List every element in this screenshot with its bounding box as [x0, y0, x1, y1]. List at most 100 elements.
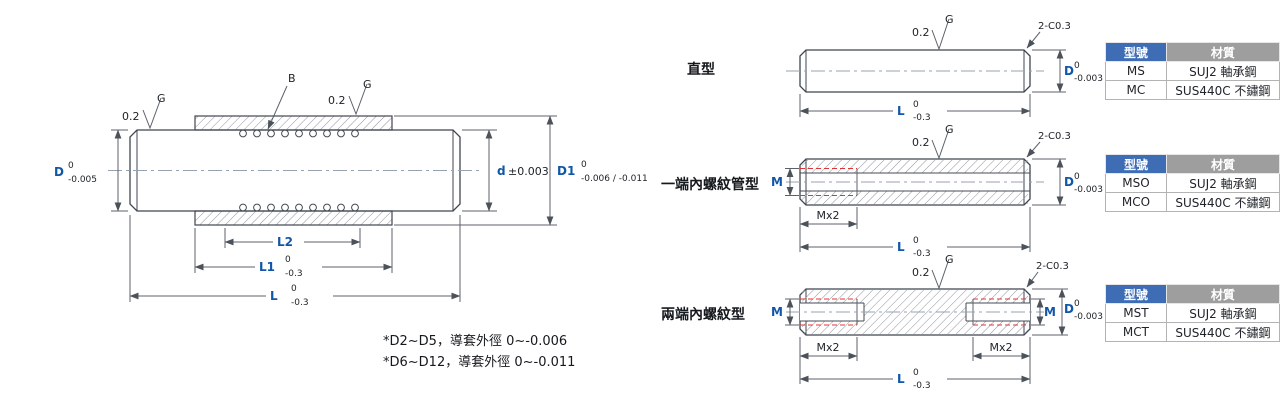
dim-L-tol-top: 0: [913, 100, 919, 110]
dim-L: L 0 -0.3: [799, 207, 1031, 259]
surface-finish-icon: [142, 97, 162, 130]
dim-L-letter: L: [897, 104, 905, 118]
finish-value: 0.2: [912, 26, 930, 39]
ball: [267, 129, 275, 138]
dim-L1-tol-top: 0: [285, 255, 291, 265]
dim-L-tol-bottom: -0.3: [913, 249, 931, 259]
section-hatch: [802, 191, 1028, 204]
ball: [267, 203, 275, 212]
table-header-model: 型號: [1105, 42, 1167, 62]
variant-one-end-thread-drawing: 0.2 G 2-C0.3 M Mx2 L 0 -0.3 D 0 -0.003: [771, 123, 1103, 259]
dim-L: L 0 -0.3: [129, 215, 461, 308]
surface-finish-icon: [931, 258, 950, 290]
finish-value: 0.2: [122, 110, 140, 123]
dim-M-letter: M: [1044, 305, 1056, 319]
spec-table-both-ends-thread: 型號 材質 MST SUJ2 軸承鋼 MCT SUS440C 不鏽鋼: [1105, 284, 1280, 342]
material-cell: SUS440C 不鏽鋼: [1165, 80, 1280, 100]
dim-M-letter: M: [771, 175, 783, 189]
dim-L1: L1 0 -0.3: [194, 228, 393, 279]
ball: [309, 129, 317, 138]
table-header-material: 材質: [1165, 154, 1280, 174]
material-cell: SUS440C 不鏽鋼: [1165, 192, 1280, 212]
model-cell: MS: [1105, 61, 1167, 81]
finish-grade: G: [945, 123, 954, 136]
label-B-callout: B: [267, 72, 296, 130]
dim-Mx2: Mx2: [799, 207, 858, 229]
chamfer-callout: 2-C0.3: [1026, 131, 1071, 158]
label-B-text: B: [288, 72, 296, 85]
dim-d-tol: ±0.003: [508, 165, 549, 178]
dim-L-letter: L: [897, 240, 905, 254]
material-cell: SUS440C 不鏽鋼: [1165, 322, 1280, 342]
dim-D-tol-bottom: -0.003: [1074, 185, 1103, 195]
dim-Mx2-right: Mx2: [972, 337, 1031, 361]
leader-line: [1026, 31, 1041, 49]
surface-finish-left: 0.2 G: [122, 92, 166, 130]
surface-finish: 0.2 G: [912, 13, 954, 51]
surface-finish-icon: [931, 128, 950, 160]
ball: [239, 203, 247, 212]
dim-D: D 0 -0.003: [1032, 49, 1103, 93]
dim-L-tol-top: 0: [291, 284, 297, 294]
dim-D-tol-top: 0: [1074, 172, 1080, 182]
table-header-material: 材質: [1165, 284, 1280, 304]
table-row: MSO SUJ2 軸承鋼: [1105, 173, 1280, 193]
table-header-row: 型號 材質: [1105, 154, 1280, 174]
variant-label-one-end-thread: 一端內螺紋管型: [661, 177, 759, 193]
dim-L: L 0 -0.3: [799, 94, 1031, 123]
model-cell: MCT: [1105, 322, 1167, 342]
finish-grade: G: [945, 253, 954, 266]
dim-D-letter: D: [1064, 175, 1074, 189]
surface-finish: 0.2 G: [912, 123, 954, 160]
dim-L-tol-bottom: -0.3: [291, 298, 309, 308]
dim-D: D 0 -0.003: [1032, 158, 1103, 206]
model-cell: MSO: [1105, 173, 1167, 193]
dim-D1: D1 0 -0.006 / -0.011: [394, 115, 648, 226]
dim-D1-tol-top: 0: [581, 160, 587, 170]
dim-d: d ±0.003: [462, 129, 549, 212]
section-hatch: [802, 160, 1028, 173]
dim-D-tol-top: 0: [1074, 299, 1080, 309]
chamfer-text: 2-C0.3: [1038, 21, 1071, 32]
ball: [239, 129, 247, 138]
dim-D-tol-bottom: -0.005: [68, 175, 97, 185]
dim-Mx2-label: Mx2: [990, 341, 1013, 354]
dim-D-letter: D: [1064, 302, 1074, 316]
dim-L1-tol-bottom: -0.3: [285, 269, 303, 279]
surface-finish-icon: [348, 83, 368, 116]
finish-grade: G: [363, 78, 372, 91]
dim-L-letter: L: [270, 289, 278, 303]
note-line-1: *D2~D5，導套外徑 0~-0.006: [383, 334, 568, 349]
chamfer-callout: 2-C0.3: [1026, 261, 1069, 288]
table-row: MST SUJ2 軸承鋼: [1105, 303, 1280, 323]
finish-value: 0.2: [912, 136, 930, 149]
dim-D-tol-top: 0: [68, 161, 74, 171]
ball: [351, 129, 359, 138]
dim-d-letter: d: [497, 164, 506, 178]
note-line-2: *D6~D12，導套外徑 0~-0.011: [383, 355, 576, 370]
top-bushing: [194, 115, 393, 131]
variant-both-ends-thread-drawing: 0.2 G 2-C0.3 M M D 0 -0.003 Mx2 Mx2: [771, 253, 1103, 391]
spec-table-straight: 型號 材質 MS SUJ2 軸承鋼 MC SUS440C 不鏽鋼: [1105, 42, 1280, 100]
model-cell: MC: [1105, 80, 1167, 100]
leader-line: [1026, 271, 1039, 288]
left-assembly-drawing: D 0 -0.005 0.2 G B 0.2 G d ±0.003 D1 0 -…: [54, 72, 648, 308]
leader-line: [267, 85, 288, 130]
ball: [295, 129, 303, 138]
finish-value: 0.2: [912, 266, 930, 279]
spec-table-one-end-thread: 型號 材質 MSO SUJ2 軸承鋼 MCO SUS440C 不鏽鋼: [1105, 154, 1280, 212]
finish-grade: G: [945, 13, 954, 26]
dim-Mx2-label: Mx2: [817, 341, 840, 354]
material-cell: SUJ2 軸承鋼: [1165, 173, 1280, 193]
ball: [295, 203, 303, 212]
table-row: MC SUS440C 不鏽鋼: [1105, 80, 1280, 100]
ball: [281, 203, 289, 212]
table-header-model: 型號: [1105, 154, 1167, 174]
dim-D-letter: D: [54, 165, 64, 179]
dim-Mx2-left: Mx2: [799, 337, 858, 361]
dim-L-tol-bottom: -0.3: [913, 113, 931, 123]
table-header-row: 型號 材質: [1105, 42, 1280, 62]
ball: [323, 129, 331, 138]
